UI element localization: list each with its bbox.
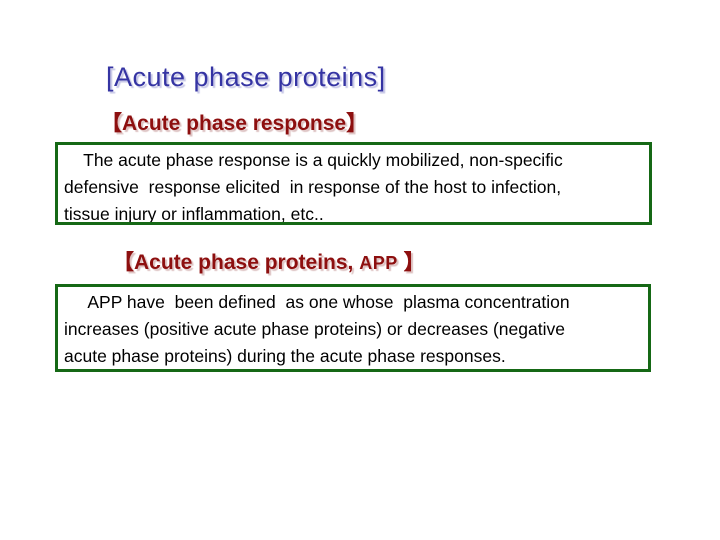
- textbox-app-definition: APP have been defined as one whose plasm…: [55, 284, 651, 372]
- textbox-acute-phase-response: The acute phase response is a quickly mo…: [55, 142, 652, 225]
- heading-app-suffix: 】: [397, 251, 425, 274]
- heading-app-prefix: 【Acute phase proteins,: [113, 251, 360, 274]
- page-title: [Acute phase proteins]: [106, 62, 386, 92]
- heading-app-abbreviation: APP: [359, 253, 398, 273]
- section-heading-acute-phase-response: 【Acute phase response】: [101, 112, 368, 135]
- section-heading-acute-phase-proteins: 【Acute phase proteins, APP 】: [113, 246, 425, 276]
